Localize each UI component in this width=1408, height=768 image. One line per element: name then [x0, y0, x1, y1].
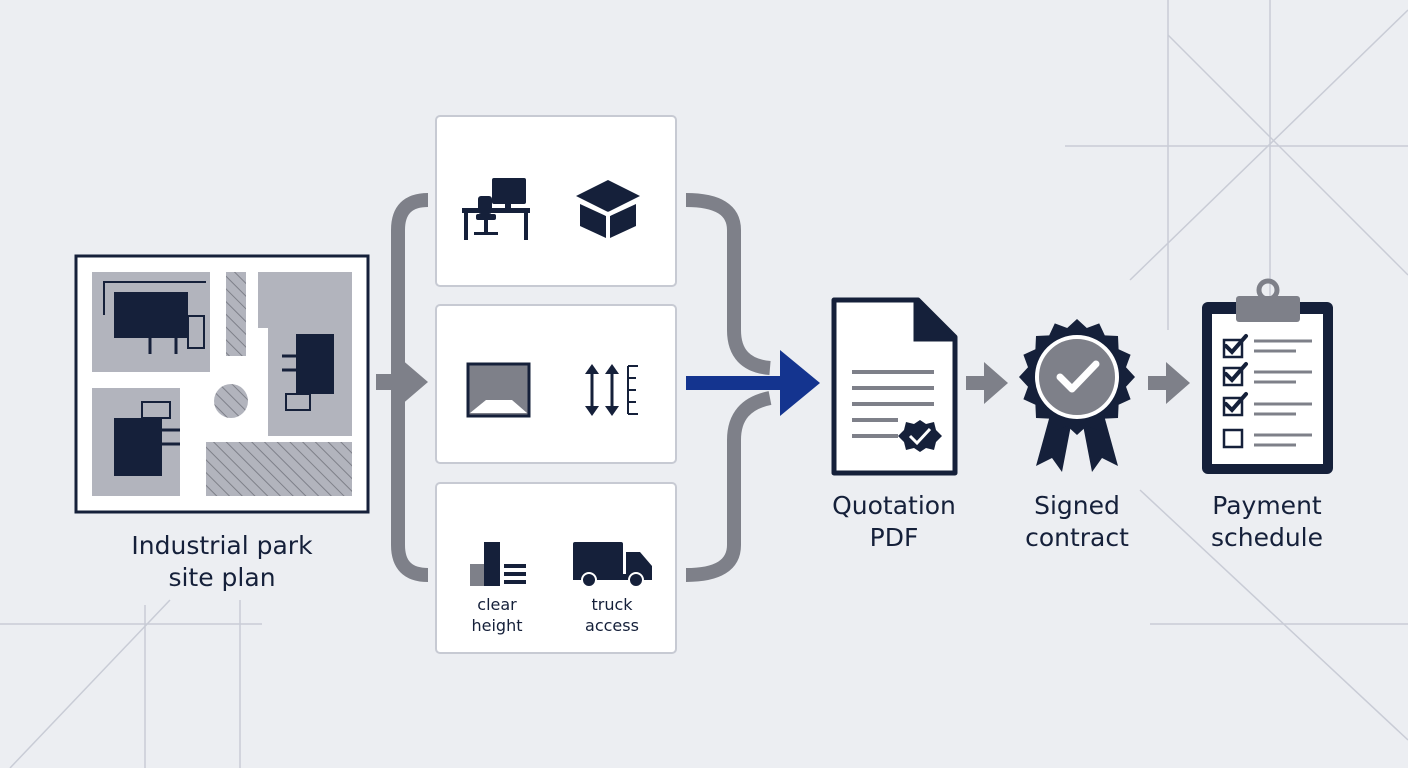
contract-label-line1: Signed	[1034, 491, 1120, 520]
clear-height-label-line2: height	[471, 616, 523, 635]
payment-label: Payment schedule	[1182, 490, 1352, 554]
clipboard-checklist-icon	[1202, 278, 1333, 474]
right-bracket-bottom	[685, 391, 772, 582]
truck-access-label-line2: access	[585, 616, 639, 635]
truck-access-label-line1: truck	[591, 595, 633, 614]
arrow-to-payment	[1148, 362, 1190, 404]
payment-label-line2: schedule	[1210, 523, 1324, 552]
site-plan-label: Industrial park site plan	[102, 530, 342, 594]
document-check-icon	[831, 297, 958, 476]
box-icon	[576, 180, 640, 238]
option-card-bottom	[435, 482, 677, 654]
payment-label-line1: Payment	[1212, 491, 1322, 520]
arrow-to-contract	[966, 362, 1008, 404]
quotation-label-line1: Quotation	[832, 491, 956, 520]
truck-icon	[573, 542, 652, 588]
clear-height-label-line1: clear	[477, 595, 517, 614]
truck-access-label: truck access	[562, 594, 662, 636]
contract-label-line2: contract	[1025, 523, 1129, 552]
right-bracket-top	[685, 193, 771, 375]
option-card-middle	[435, 304, 677, 464]
site-plan-label-line1: Industrial park	[131, 531, 313, 560]
office-desk-icon	[462, 178, 530, 240]
contract-label: Signed contract	[992, 490, 1162, 554]
floor-space-icon	[466, 362, 531, 418]
site-plan-map	[74, 254, 370, 514]
left-bracket	[391, 193, 429, 582]
award-badge-icon	[1019, 319, 1135, 472]
clear-height-icon	[470, 542, 526, 586]
main-arrow	[686, 350, 820, 416]
site-plan-label-line2: site plan	[168, 563, 276, 592]
clear-height-label: clear height	[447, 594, 547, 636]
quotation-label-line2: PDF	[869, 523, 919, 552]
option-card-top	[435, 115, 677, 287]
quotation-label: Quotation PDF	[804, 490, 984, 554]
height-measure-icon	[585, 364, 638, 416]
